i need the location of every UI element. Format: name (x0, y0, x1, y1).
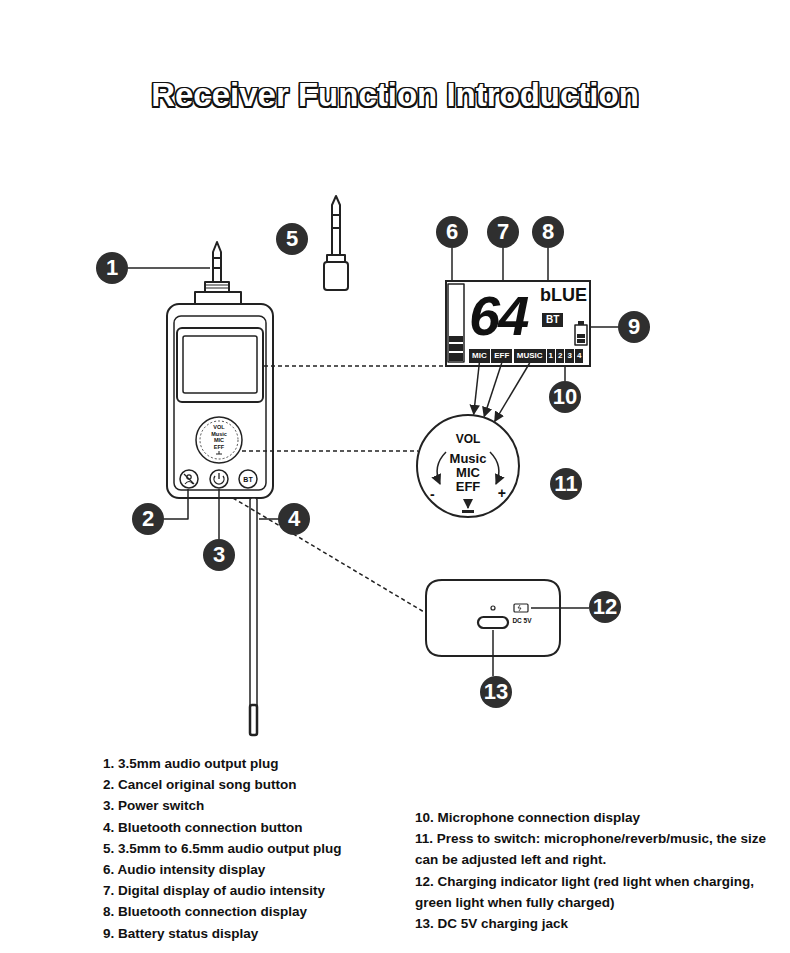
callout-number: 10 (549, 381, 581, 413)
indicator-text: 1 (549, 351, 553, 360)
title: Receiver Function Introduction (0, 76, 790, 114)
legend-item: 4. Bluetooth connection button (103, 817, 463, 838)
legend-item: 13. DC 5V charging jack (415, 913, 775, 934)
legend-item: 6. Audio intensity display (103, 859, 463, 880)
callout-number: 7 (487, 216, 519, 248)
legend-item: 1. 3.5mm audio output plug (103, 753, 463, 774)
indicator-text: MUSIC (517, 351, 543, 360)
bt-text: BT (546, 314, 559, 325)
indicator-text: EFF (494, 351, 509, 360)
callout-text: 13 (484, 681, 508, 703)
callout-text: 4 (288, 508, 300, 530)
callout-text: 1 (106, 257, 118, 279)
callout-text: 12 (593, 596, 617, 618)
callout-text: 9 (628, 316, 640, 338)
callout-number: 3 (203, 539, 235, 571)
callout-text: 10 (553, 386, 577, 408)
callout-number: 9 (618, 311, 650, 343)
callout-text: 7 (497, 221, 509, 243)
indicator-text: 4 (577, 351, 581, 360)
legend-item: 10. Microphone connection display (415, 807, 775, 828)
mode-text: Music MIC EFF (450, 452, 487, 494)
legend-item: 9. Battery status display (103, 923, 463, 944)
legend-item: 2. Cancel original song button (103, 774, 463, 795)
callout-text: 5 (286, 228, 298, 250)
legend-item: 5. 3.5mm to 6.5mm audio output plug (103, 838, 463, 859)
legend-item: 12. Charging indicator light (red light … (415, 871, 775, 913)
mode-indicator: MIC (469, 349, 490, 363)
indicator-text: MIC (472, 351, 487, 360)
mode-indicator: MUSIC (514, 349, 546, 363)
callout-text: 2 (142, 508, 154, 530)
lcd-display: 64 bLUE BT MIC EFF MUSIC 1234 (445, 280, 591, 367)
device-marking: VOL (213, 425, 224, 431)
vol-text: VOL (418, 432, 518, 446)
arrow-connector (474, 363, 480, 414)
callout-text: 11 (554, 473, 577, 495)
device-marking: BT (243, 476, 252, 483)
callout-number: 12 (589, 591, 621, 623)
arrow-connector (484, 363, 502, 417)
device-marking: Music (211, 432, 227, 438)
callout-number: 5 (276, 223, 308, 255)
callout-number: 11 (550, 468, 582, 500)
leader-line (591, 326, 618, 328)
legend-item: 8. Bluetooth connection display (103, 901, 463, 922)
leader-line (502, 248, 504, 280)
callout-text: 8 (542, 221, 554, 243)
callout-number: 4 (278, 503, 310, 535)
device-marking: EFF (214, 445, 224, 451)
lcd-digits: 64 (469, 288, 527, 344)
callout-text: 3 (213, 544, 225, 566)
indicator-text: 2 (558, 351, 562, 360)
leader-line (564, 367, 566, 381)
lcd-bluetooth-text: bLUE (540, 286, 587, 304)
bt-indicator: BT (542, 313, 563, 327)
minus-sign: - (430, 486, 435, 502)
leader-line (451, 248, 453, 280)
mic-indicator: 3 (565, 349, 573, 363)
zoom-circle: VOL Music MIC EFF- + (416, 414, 520, 518)
callout-number: 8 (532, 216, 564, 248)
arrow-connector (495, 363, 530, 421)
callout-number: 1 (96, 252, 128, 284)
callout-number: 2 (132, 503, 164, 535)
mode-indicator: EFF (491, 349, 512, 363)
legend-item: 3. Power switch (103, 795, 463, 816)
callout-number: 13 (480, 676, 512, 708)
mic-indicator: 4 (575, 349, 583, 363)
device-marking: MIC (214, 438, 224, 444)
mic-indicator: 2 (556, 349, 564, 363)
legend-item: 7. Digital display of audio intensity (103, 880, 463, 901)
indicator-text: 3 (567, 351, 571, 360)
mic-indicator: 1 (547, 349, 555, 363)
callout-text: 6 (446, 221, 458, 243)
callout-number: 6 (436, 216, 468, 248)
leader-line (547, 248, 549, 280)
plus-sign: + (498, 485, 506, 501)
legend-item: 11. Press to switch: microphone/reverb/m… (415, 828, 775, 870)
device-marking: DC 5V (512, 618, 531, 625)
